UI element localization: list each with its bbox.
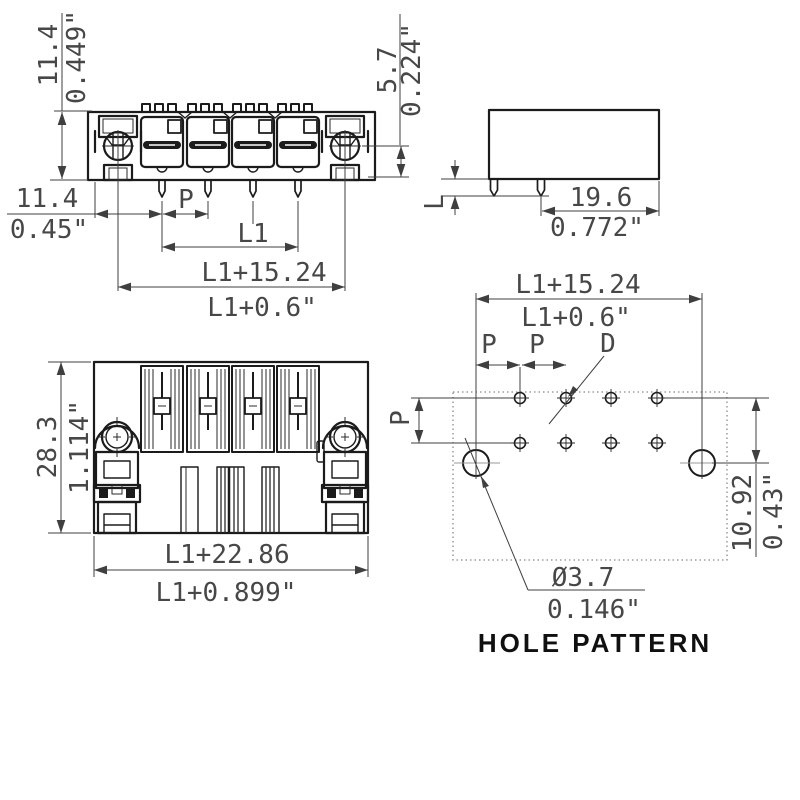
top-height-mm-label: 28.3 [33,416,63,479]
front-height-in-label: 0.449" [62,10,92,104]
hole-pattern-view: L1+15.24 L1+0.6" P P D P 10.92 0.43" Ø3.… [386,270,789,658]
side-depth-in-label: 0.772" [550,213,644,243]
side-height-in-label: 0.224" [397,23,427,117]
top-overall-mm-label: L1+22.86 [164,540,289,570]
hp-hole-dia-mm-label: Ø3.7 [552,563,615,593]
top-height-in-label: 1.114" [65,400,95,494]
top-view: 28.3 1.114" L1+22.86 L1+0.899" [33,360,370,608]
hp-pitch1-label: P [481,330,497,360]
hp-drill-label: D [600,329,616,359]
hp-row-pitch-label: P [386,410,416,426]
hp-row-offset-in-label: 0.43" [759,472,789,550]
top-extension-lines [48,361,369,577]
drill-leader [548,355,605,425]
top-bottom-slots [180,466,280,534]
top-overall-in-label: L1+0.899" [156,578,297,608]
side-depth-mm-label: 19.6 [570,183,633,213]
hp-hole-dia-in-label: 0.146" [547,595,641,625]
side-view: 5.7 0.224" L 19.6 0.772" [368,14,661,243]
hole-pattern-title: HOLE PATTERN [478,628,712,658]
side-body-outline [487,108,661,181]
hole-pattern-extension-lines [411,293,769,557]
front-pitch-label: P [178,185,194,215]
front-overall-mm-label: L1+15.24 [201,258,326,288]
hp-overall-mm-label: L1+15.24 [515,270,640,300]
front-height-mm-label: 11.4 [34,24,64,87]
side-pin-length-label: L [420,194,450,210]
side-height-mm-label: 5.7 [373,47,403,94]
hp-overall-in-label: L1+0.6" [521,303,631,333]
top-side-slot [316,440,325,463]
front-top-notches [177,111,283,119]
front-view: 11.4 0.449" 11.4 0.45" P L1 L1+15.24 L1+… [7,10,409,323]
side-extension-lines [368,14,660,216]
front-edge-offset-mm-label: 11.4 [16,184,79,214]
hp-row-offset-mm-label: 10.92 [728,474,758,552]
front-l1-label: L1 [237,219,268,249]
hp-pitch2-label: P [529,330,545,360]
front-edge-offset-in-label: 0.45" [10,215,88,245]
diameter-leader [464,437,645,591]
front-overall-in-label: L1+0.6" [207,293,317,323]
